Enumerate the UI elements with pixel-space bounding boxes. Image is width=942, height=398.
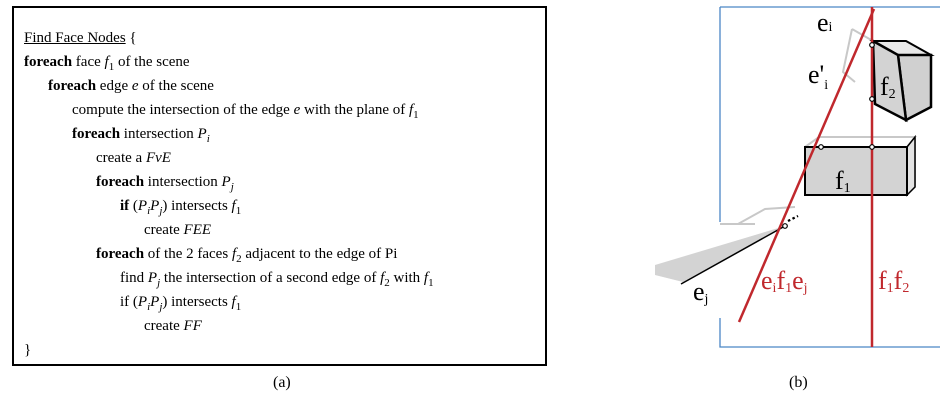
algorithm-line: foreach edge e of the scene <box>48 78 214 94</box>
label-f1: f1 <box>835 166 851 196</box>
node <box>869 96 875 102</box>
label-ei: ei <box>817 8 833 37</box>
label-ei-f1-ej: eif1ej <box>761 266 808 296</box>
algorithm-line: find Pj the intersection of a second edg… <box>120 270 434 289</box>
algorithm-line: compute the intersection of the edge e w… <box>72 102 419 121</box>
label-ej: ej <box>693 277 708 307</box>
edge-ej <box>655 214 799 285</box>
algorithm-line: if (PiPj) intersects f1 <box>120 294 242 313</box>
caption-a: (a) <box>273 374 291 391</box>
algorithm-line: foreach face f1 of the scene <box>24 54 190 73</box>
algorithm-line: if (PiPj) intersects f1 <box>120 198 242 217</box>
algorithm-line: foreach of the 2 faces f2 adjacent to th… <box>96 246 398 265</box>
algorithm-line: foreach intersection Pi <box>72 126 210 145</box>
algorithm-line: create a FvE <box>96 150 171 166</box>
label-epi: e'i <box>808 60 828 93</box>
face-f1 <box>804 134 916 197</box>
node <box>869 144 875 150</box>
nodes <box>782 42 875 229</box>
node <box>782 223 788 229</box>
caption-b: (b) <box>789 374 808 391</box>
algorithm-line: } <box>24 342 32 358</box>
plane-frame <box>719 6 940 348</box>
node <box>818 144 824 150</box>
algorithm-box <box>12 6 547 366</box>
algorithm-line: create FF <box>144 318 202 334</box>
label-f1-f2: f1f2 <box>878 266 909 296</box>
face-f2 <box>869 38 935 123</box>
label-f2: f2 <box>880 72 896 102</box>
algorithm-line: Find Face Nodes { <box>24 30 137 46</box>
algorithm-line: foreach intersection Pj <box>96 174 234 193</box>
algorithm-line: create FEE <box>144 222 212 238</box>
intersection-lines <box>737 7 876 347</box>
node <box>869 42 875 48</box>
